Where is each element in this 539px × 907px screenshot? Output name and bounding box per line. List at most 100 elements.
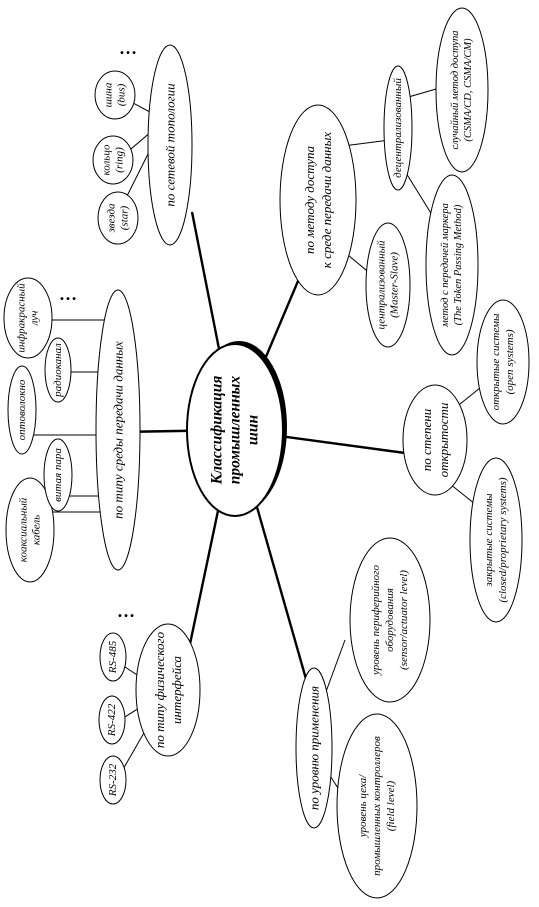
openness-closed: закрытые системы(closed/proprietary syst…: [469, 457, 523, 623]
interface-rs422-text-line: RS-422: [106, 703, 118, 737]
access-token-passing: метод с передачей маркера(The Token Pass…: [425, 174, 479, 356]
topology-ring-ellipse: [92, 135, 134, 185]
application-sensor-level-text-line: уровень периферийного: [370, 565, 382, 676]
application-field-level-text-line: уровень цеха/: [357, 774, 369, 838]
access-decentralized-ellipse: [383, 65, 413, 191]
application-field-level: уровень цеха/промышленных контроллеров(f…: [336, 713, 418, 899]
center-node-text-line: Классификация: [209, 376, 226, 486]
medium-coax-ellipse: [5, 477, 55, 583]
interface-rs422-ellipse: [98, 695, 126, 745]
openness-open: открытые системы(open systems): [476, 299, 530, 425]
openness-open-text-line: (open systems): [504, 329, 516, 394]
access-centralized: централизованный(Master-Slave): [365, 222, 411, 348]
access-random-ellipse: [435, 7, 489, 173]
category-application: по уровню применения: [295, 667, 333, 829]
access-token-passing-ellipse: [425, 174, 479, 356]
openness-closed-text-line: закрытые системы: [483, 493, 495, 588]
topology-star: звезда(star): [97, 191, 139, 245]
category-application-text-line: по уровню применения: [307, 686, 322, 810]
center-node-ellipse: [186, 343, 284, 517]
access-centralized-ellipse: [365, 222, 411, 348]
interface-rs485-text-line: RS-485: [107, 640, 119, 674]
interface-rs485-ellipse: [99, 632, 127, 682]
openness-open-text-line: открытые системы: [490, 313, 502, 410]
interface-rs232: RS-232: [99, 755, 127, 805]
medium-fiber-ellipse: [7, 365, 37, 455]
category-interface-ellipse: [135, 623, 201, 757]
category-interface-text-line: по типу физического: [152, 631, 167, 748]
medium-fiber: оптоволокно: [7, 365, 37, 455]
access-centralized-text-line: централизованный: [376, 240, 388, 330]
category-topology-ellipse: [147, 44, 193, 246]
access-token-passing-text-line: метод с передачей маркера: [440, 203, 451, 328]
access-random: случайный метод доступа(CSMA/CD, CSMA/CM…: [435, 7, 489, 173]
category-medium: по типу среды передачи данных: [95, 289, 141, 571]
medium-infrared-text-line: инфракрасный: [16, 283, 28, 353]
category-openness-text-line: открытости: [436, 402, 451, 477]
topology-bus: шина(bus): [94, 70, 136, 120]
medium-radio: радиоканал: [44, 337, 72, 403]
category-topology-text-line: по сетевой топологии: [163, 83, 178, 207]
category-openness-text-line: по степени: [419, 408, 434, 471]
category-access-text-line: по методу доступа: [302, 146, 317, 254]
application-field-level-text-line: (field level): [385, 780, 397, 831]
category-openness-ellipse: [402, 384, 468, 496]
application-sensor-level-ellipse: [349, 537, 431, 703]
topology-bus-text-line: (bus): [116, 83, 128, 106]
topology-star-ellipse: [97, 191, 139, 245]
interface-rs232-text-line: RS-232: [107, 763, 119, 797]
topology-ring-text-line: кольцо: [101, 144, 113, 175]
access-decentralized: децентрализованный: [383, 65, 413, 191]
application-sensor-level-text-line: (sensor/actuator level): [398, 570, 410, 670]
access-centralized-text-line: (Master-Slave): [389, 252, 401, 318]
topology-bus-ellipse: [94, 70, 136, 120]
medium-coax-text-line: кабель: [31, 515, 43, 545]
medium-fiber-text-line: оптоволокно: [16, 379, 28, 440]
openness-closed-ellipse: [469, 457, 523, 623]
category-medium-ellipse: [95, 289, 141, 571]
interface-rs485: RS-485: [99, 632, 127, 682]
interface-rs422: RS-422: [98, 695, 126, 745]
topology-star-text-line: звезда: [106, 203, 118, 234]
access-token-passing-text-line: (The Token Passing Method): [453, 204, 464, 325]
category-access-ellipse: [279, 104, 357, 296]
access-random-text-line: (CSMA/CD, CSMA/CM): [463, 38, 474, 142]
center-node-text-line: промышленных: [227, 376, 244, 485]
category-topology: по сетевой топологии: [147, 44, 193, 246]
category-application-ellipse: [295, 667, 333, 829]
topology-ring: кольцо(ring): [92, 135, 134, 185]
medium-twisted-pair: витая пара: [43, 438, 73, 512]
medium-infrared-text-line: луч: [29, 311, 41, 327]
topology-star-text-line: (star): [119, 205, 131, 230]
access-decentralized-text-line: децентрализованный: [392, 78, 404, 178]
topology-more-dots: …: [119, 38, 137, 58]
interface-rs232-ellipse: [99, 755, 127, 805]
application-sensor-level-text-line: оборудования: [384, 588, 396, 652]
medium-radio-ellipse: [44, 337, 72, 403]
medium-more-dots: …: [59, 284, 77, 304]
application-field-level-ellipse: [336, 713, 418, 899]
category-medium-text-line: по типу среды передачи данных: [111, 341, 126, 519]
category-interface-text-line: интерфейса: [169, 655, 184, 724]
medium-infrared-ellipse: [3, 277, 53, 359]
openness-closed-text-line: (closed/proprietary systems): [497, 477, 509, 602]
openness-open-ellipse: [476, 299, 530, 425]
interface-more-dots: …: [117, 601, 135, 621]
category-access-text-line: к среде передачи данных: [319, 132, 334, 269]
application-field-level-text-line: промышленных контроллеров: [371, 736, 383, 876]
medium-radio-text-line: радиоканал: [52, 343, 64, 398]
access-random-text-line: случайный метод доступа: [450, 30, 461, 149]
medium-twisted-pair-text-line: витая пара: [52, 448, 64, 502]
center-node-text-line: шин: [245, 415, 262, 446]
medium-twisted-pair-ellipse: [43, 438, 73, 512]
topology-bus-text-line: шина: [103, 82, 115, 107]
